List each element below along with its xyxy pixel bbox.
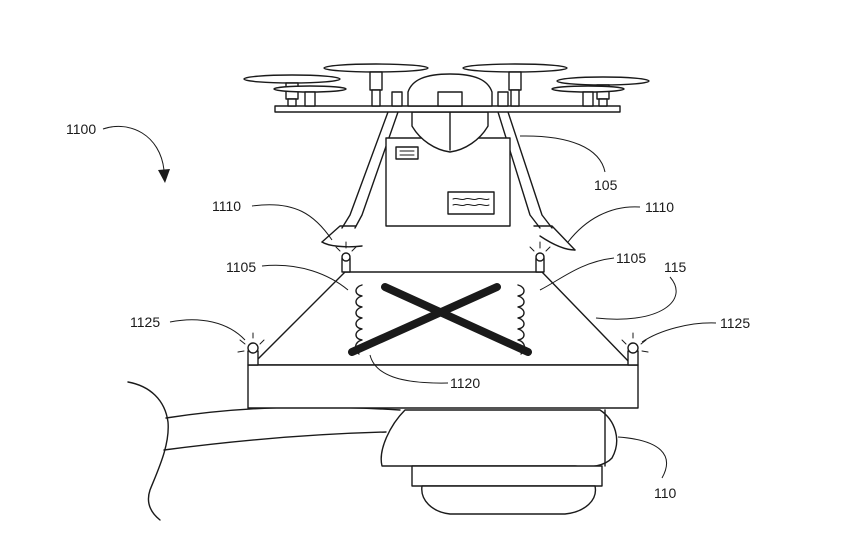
rotor-rear-right (551, 85, 625, 107)
roof-dome-front (380, 409, 618, 468)
drone-hub (407, 73, 493, 107)
coil-right (517, 284, 526, 355)
leader-1100 (102, 125, 165, 171)
label-1105-left: 1105 (226, 259, 256, 275)
landing-pad (237, 241, 649, 409)
roof-mount-base (411, 465, 603, 487)
label-110: 110 (654, 485, 677, 501)
label-115: 115 (664, 259, 687, 275)
leader-1120 (369, 354, 449, 384)
leader-1110-left (251, 204, 333, 241)
package-box (385, 137, 511, 227)
rotor-outer-left (243, 74, 341, 107)
label-105: 105 (594, 177, 618, 193)
label-1125-left: 1125 (130, 314, 160, 330)
label-1100: 1100 (66, 121, 96, 137)
leader-1125-right (641, 322, 717, 343)
motor-mid-left (391, 91, 403, 107)
leader-1105-right (539, 257, 615, 291)
leader-1105-left (261, 264, 349, 291)
label-1110-left: 1110 (212, 198, 241, 214)
pad-base (247, 364, 639, 409)
target-x-mark (348, 283, 532, 356)
leader-105 (519, 135, 606, 173)
beacon-top-right (529, 241, 551, 273)
vehicle-body-outline (127, 381, 169, 521)
pad-top-surface (251, 271, 633, 366)
vehicle-roof-line-1 (165, 406, 401, 419)
roof-dome-lower (421, 485, 597, 515)
arrowhead-1100 (158, 169, 170, 183)
label-1110-right: 1110 (645, 199, 674, 215)
rotor-inner-right (462, 63, 568, 107)
vehicle (127, 381, 618, 521)
coil-left (354, 284, 363, 355)
label-1120: 1120 (450, 375, 480, 391)
drone-frame (274, 105, 621, 113)
motor-mid-right (497, 91, 509, 107)
leader-115 (595, 276, 677, 320)
rotor-inner-left (323, 63, 429, 107)
label-1105-right: 1105 (616, 250, 646, 266)
rotor-rear-left (273, 85, 347, 107)
drone (243, 63, 650, 251)
label-1125-right: 1125 (720, 315, 750, 331)
leader-1125-left (169, 319, 246, 341)
light-left (237, 332, 265, 366)
hub-sensor (437, 91, 463, 107)
leader-110 (617, 436, 667, 479)
light-right (621, 332, 649, 366)
leader-1110-right (567, 206, 641, 243)
vehicle-roof-line-2 (163, 431, 387, 451)
